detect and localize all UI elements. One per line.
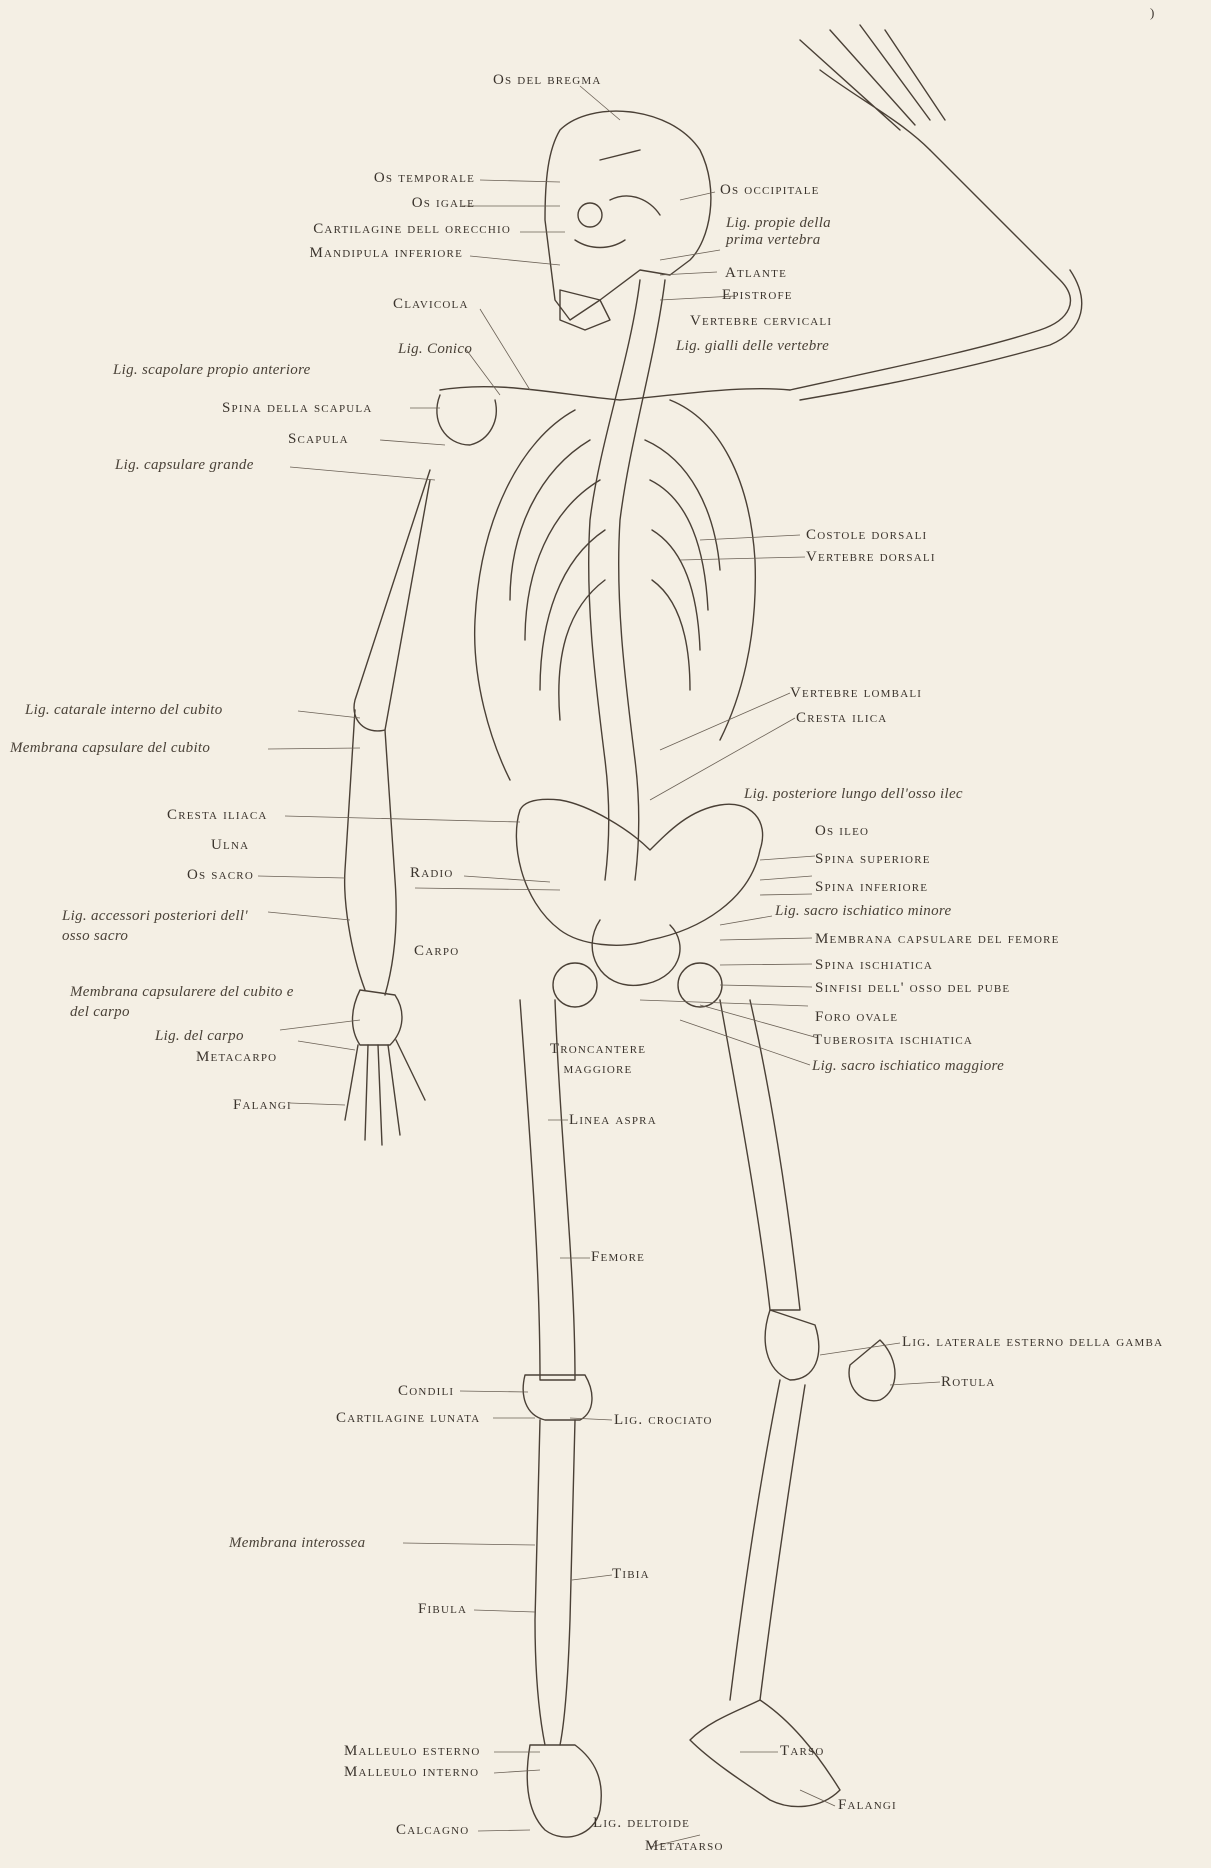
- label-fibula: Fibula: [418, 1602, 467, 1617]
- label-spina-superiore: Spina superiore: [815, 852, 931, 867]
- label-os-ileo: Os ileo: [815, 824, 869, 839]
- label-foro-ovale: Foro ovale: [815, 1010, 898, 1025]
- label-tibia: Tibia: [612, 1567, 650, 1582]
- label-lig-accessori: Lig. accessori posteriori dell' osso sac…: [62, 906, 272, 947]
- label-cresta-ilica: Cresta ilica: [796, 711, 887, 726]
- label-lig-prima-vertebra: Lig. propie della prima vertebra: [726, 215, 846, 250]
- label-lig-scapolare: Lig. scapolare propio anteriore: [113, 362, 311, 379]
- label-cresta-iliaca: Cresta iliaca: [167, 808, 268, 823]
- label-membrana-interossea: Membrana interossea: [229, 1535, 365, 1552]
- label-lig-deltoide: Lig. deltoide: [593, 1816, 690, 1831]
- label-tarso: Tarso: [780, 1744, 825, 1759]
- label-lig-carpo: Lig. del carpo: [155, 1028, 244, 1045]
- label-troncantere: Troncantere maggiore: [543, 1039, 653, 1080]
- label-lig-sacro-minore: Lig. sacro ischiatico minore: [775, 903, 951, 920]
- label-vertebre-cervicali: Vertebre cervicali: [690, 314, 832, 329]
- label-lig-laterale-cubito: Lig. catarale interno del cubito: [25, 702, 223, 719]
- label-scapula: Scapula: [288, 432, 349, 447]
- skull: [545, 111, 711, 330]
- right-leg: [690, 1000, 895, 1807]
- label-spina-ischiatica: Spina ischiatica: [815, 958, 933, 973]
- label-membrana-carpo: Membrana capsularere del cubito e del ca…: [70, 982, 310, 1023]
- label-condili: Condili: [398, 1384, 454, 1399]
- label-calcagno: Calcagno: [396, 1823, 469, 1838]
- label-sinfisi: Sinfisi dell' osso del pube: [815, 981, 1010, 996]
- label-carpo: Carpo: [414, 944, 459, 959]
- label-falangi-mano: Falangi: [233, 1098, 292, 1113]
- label-metacarpo: Metacarpo: [196, 1050, 277, 1065]
- label-tuberosita: Tuberosita ischiatica: [813, 1033, 973, 1048]
- label-linea-aspra: Linea aspra: [569, 1113, 657, 1128]
- label-malleolo-interno: Malleulo interno: [344, 1765, 479, 1780]
- label-lig-capsulare-grande: Lig. capsulare grande: [115, 457, 254, 474]
- label-vertebre-lombali: Vertebre lombali: [790, 686, 922, 701]
- label-vertebre-dorsali: Vertebre dorsali: [806, 550, 936, 565]
- label-spina-scapula: Spina della scapula: [222, 401, 372, 416]
- label-malleolo-esterno: Malleulo esterno: [344, 1744, 481, 1759]
- label-membrana-cubito: Membrana capsulare del cubito: [10, 740, 210, 757]
- pelvis: [516, 799, 762, 1007]
- label-lig-crociato: Lig. crociato: [614, 1413, 713, 1428]
- right-arm: [790, 25, 1082, 400]
- label-cartilagine-lunata: Cartilagine lunata: [336, 1411, 480, 1426]
- label-metatarso: Metatarso: [645, 1839, 724, 1854]
- label-rotula: Rotula: [941, 1375, 995, 1390]
- label-femore: Femore: [591, 1250, 645, 1265]
- left-arm: [345, 470, 430, 1145]
- label-spina-inferiore: Spina inferiore: [815, 880, 928, 895]
- label-radio: Radio: [410, 866, 454, 881]
- label-os-del-bregma: Os del bregma: [493, 73, 602, 88]
- clavicle: [437, 387, 790, 445]
- label-clavicola: Clavicola: [393, 297, 469, 312]
- label-atlante: Atlante: [725, 266, 787, 281]
- label-mandibula: Mandipula inferiore: [309, 246, 463, 261]
- label-lig-sacro-maggiore: Lig. sacro ischiatico maggiore: [812, 1058, 1004, 1075]
- label-falangi-piede: Falangi: [838, 1798, 897, 1813]
- label-costole-dorsali: Costole dorsali: [806, 528, 927, 543]
- label-lig-laterale-gamba: Lig. laterale esterno della gamba: [902, 1335, 1163, 1350]
- page-number: ): [1150, 6, 1156, 19]
- label-epistrofe: Epistrofe: [722, 288, 793, 303]
- label-ulna: Ulna: [211, 838, 249, 853]
- spine: [589, 280, 665, 880]
- ribcage: [475, 400, 756, 780]
- label-membrana-femore: Membrana capsulare del femore: [815, 932, 1060, 947]
- label-lig-conico: Lig. Conico: [398, 341, 472, 358]
- label-lig-posteriore: Lig. posteriore lungo dell'osso ilec: [744, 786, 963, 803]
- label-os-sacro: Os sacro: [187, 868, 254, 883]
- label-os-temporale: Os temporale: [374, 171, 475, 186]
- label-cartilagine-orecchio: Cartilagine dell orecchio: [313, 222, 511, 237]
- label-os-igale: Os igale: [412, 196, 475, 211]
- label-lig-gialli: Lig. gialli delle vertebre: [676, 338, 829, 355]
- label-os-occipitale: Os occipitale: [720, 183, 820, 198]
